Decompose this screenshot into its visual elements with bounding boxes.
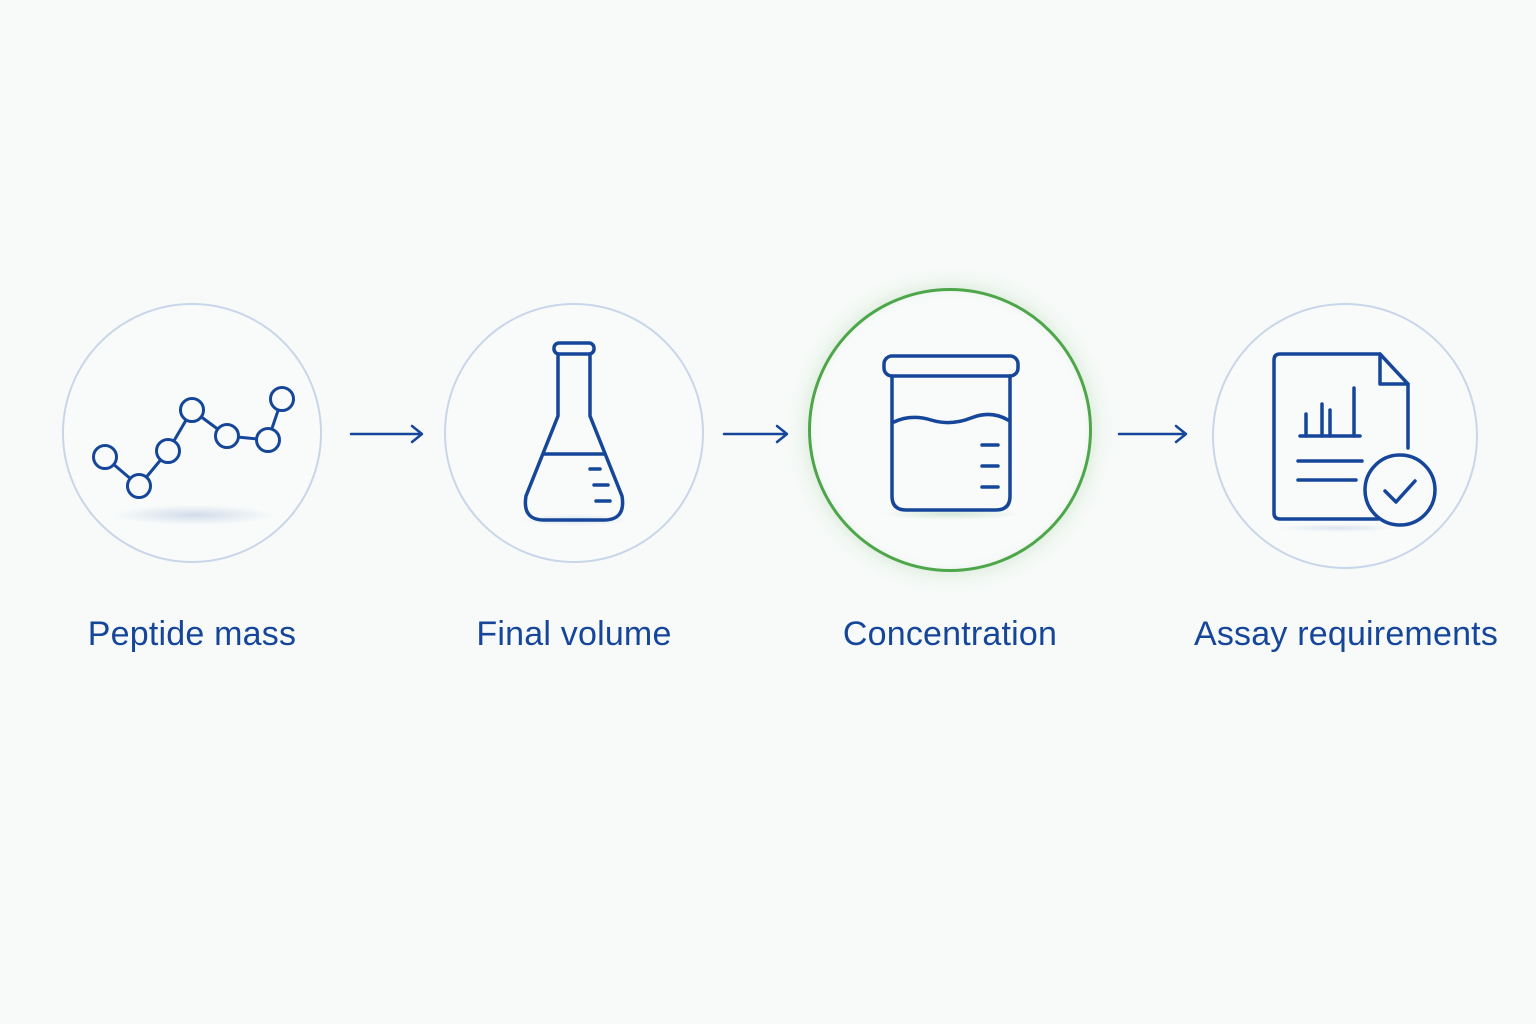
right-arrow-icon: [721, 422, 791, 446]
step-label-final-volume: Final volume: [476, 615, 672, 653]
step-label-concentration: Concentration: [842, 615, 1058, 653]
beaker-icon: [876, 350, 1026, 520]
step-label-assay-requirements: Assay requirements: [1193, 615, 1499, 653]
report-check-icon: [1268, 348, 1444, 532]
step-label-peptide-mass: Peptide mass: [87, 615, 297, 653]
right-arrow-icon: [348, 422, 426, 446]
erlenmeyer-flask-icon: [514, 338, 634, 528]
step-circle-concentration: [808, 288, 1092, 572]
right-arrow-icon: [1116, 422, 1190, 446]
peptide-chain-icon: [82, 375, 302, 535]
